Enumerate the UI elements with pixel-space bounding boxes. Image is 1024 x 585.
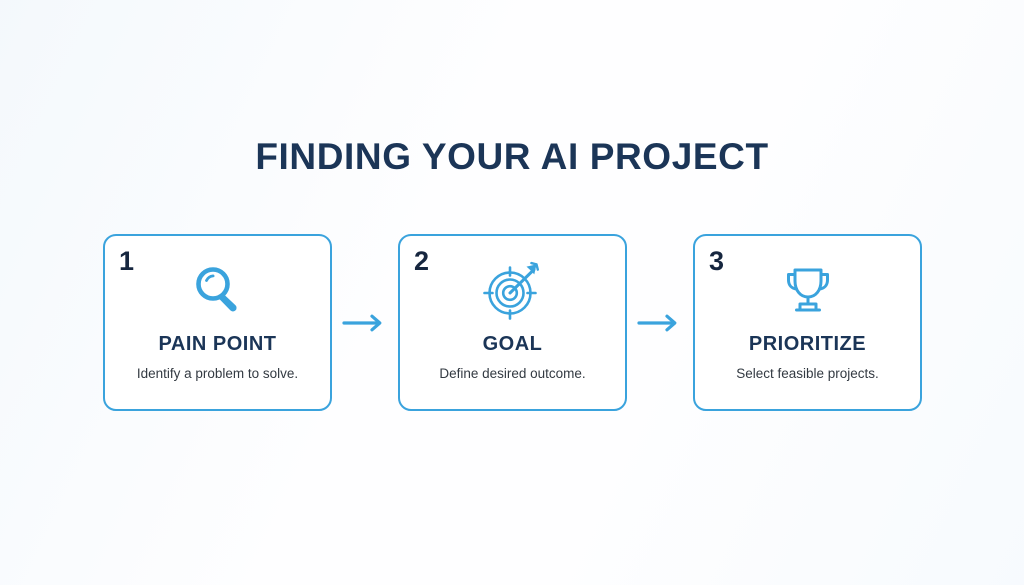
step-heading: PAIN POINT [158,333,277,355]
step-number: 2 [414,246,430,276]
step-description: Define desired outcome. [439,366,586,381]
arrow-right-icon [336,311,394,335]
step-heading: PRIORITIZE [748,333,867,355]
step-number: 3 [709,246,725,276]
magnifying-glass-icon [105,254,330,326]
trophy-icon [695,254,920,326]
step-number: 1 [119,246,135,276]
step-card-prioritize[interactable]: 3 PRIORITIZE Select feasible projects. [693,234,922,411]
arrow-right-icon [631,311,689,335]
target-bullseye-arrow-icon [400,254,625,326]
step-heading: GOAL [482,333,543,355]
step-card-pain-point[interactable]: 1 PAIN POINT Identify a problem to solve… [103,234,332,411]
step-description: Identify a problem to solve. [136,366,299,381]
steps-row: 1 PAIN POINT Identify a problem to solve… [103,234,922,411]
step-description: Select feasible projects. [736,366,879,381]
page-title: FINDING YOUR AI PROJECT [255,135,769,177]
step-card-goal[interactable]: 2 GOAL [398,234,627,411]
